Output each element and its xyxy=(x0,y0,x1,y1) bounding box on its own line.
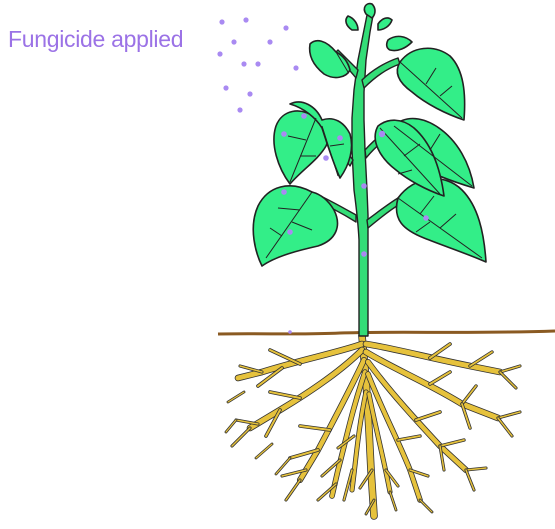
droplet xyxy=(241,61,246,66)
droplet xyxy=(287,229,293,235)
leaf-upper-left xyxy=(310,41,350,78)
leaf-bud-right xyxy=(387,36,412,50)
droplet xyxy=(361,183,367,189)
droplet xyxy=(231,39,236,44)
droplet xyxy=(283,25,288,30)
droplet xyxy=(243,17,248,22)
droplet xyxy=(237,107,242,112)
droplet xyxy=(219,19,224,24)
droplet xyxy=(247,91,252,96)
leaf-bud-left xyxy=(346,16,358,30)
droplet xyxy=(379,131,385,137)
droplet xyxy=(288,330,292,334)
droplet xyxy=(337,135,343,141)
droplet xyxy=(323,155,329,161)
root-system xyxy=(226,336,520,516)
droplet xyxy=(423,215,429,221)
leaf-bud-right-2 xyxy=(378,18,392,30)
droplet xyxy=(301,113,307,119)
leaf-upper-right xyxy=(397,48,464,120)
droplet xyxy=(267,39,272,44)
droplet xyxy=(255,61,260,66)
droplet xyxy=(217,51,222,56)
droplet xyxy=(281,131,287,137)
droplet xyxy=(361,251,367,257)
leaf-lower-left xyxy=(253,186,337,266)
droplet xyxy=(293,65,298,70)
droplet xyxy=(281,189,287,195)
leaf-bud-top xyxy=(364,4,375,18)
soil-surface-line xyxy=(218,331,555,334)
droplet xyxy=(223,85,228,90)
